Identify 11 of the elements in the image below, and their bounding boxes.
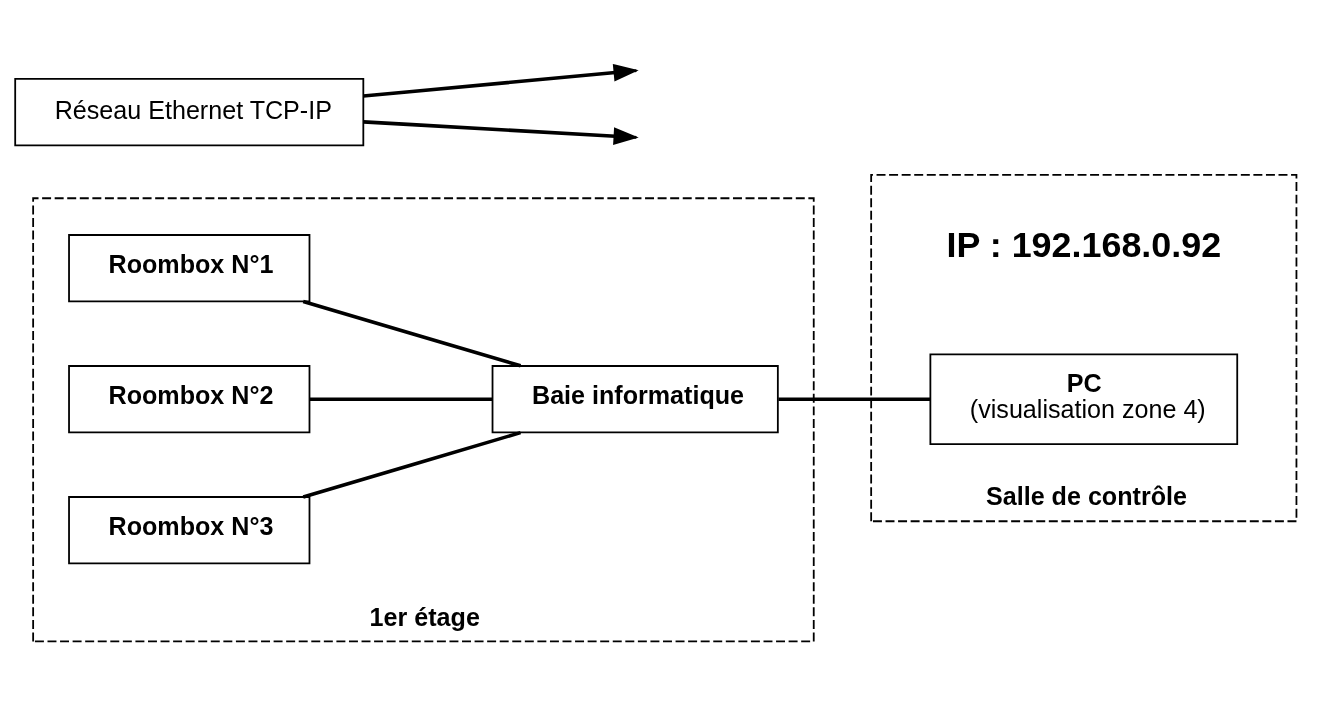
node-box: Roombox N°1	[68, 234, 311, 303]
node-box: Roombox N°3	[68, 496, 311, 565]
node-box: Réseau Ethernet TCP-IP	[14, 78, 365, 147]
node-box: Baie informatique	[491, 365, 779, 434]
node-box: Roombox N°2	[68, 365, 311, 434]
node-label: IP : 192.168.0.92	[946, 225, 1222, 266]
node-box: PC (visualisation zone 4)	[929, 353, 1239, 445]
connector	[302, 299, 522, 368]
connector	[778, 397, 931, 401]
connector	[309, 397, 493, 401]
connector	[302, 430, 522, 499]
